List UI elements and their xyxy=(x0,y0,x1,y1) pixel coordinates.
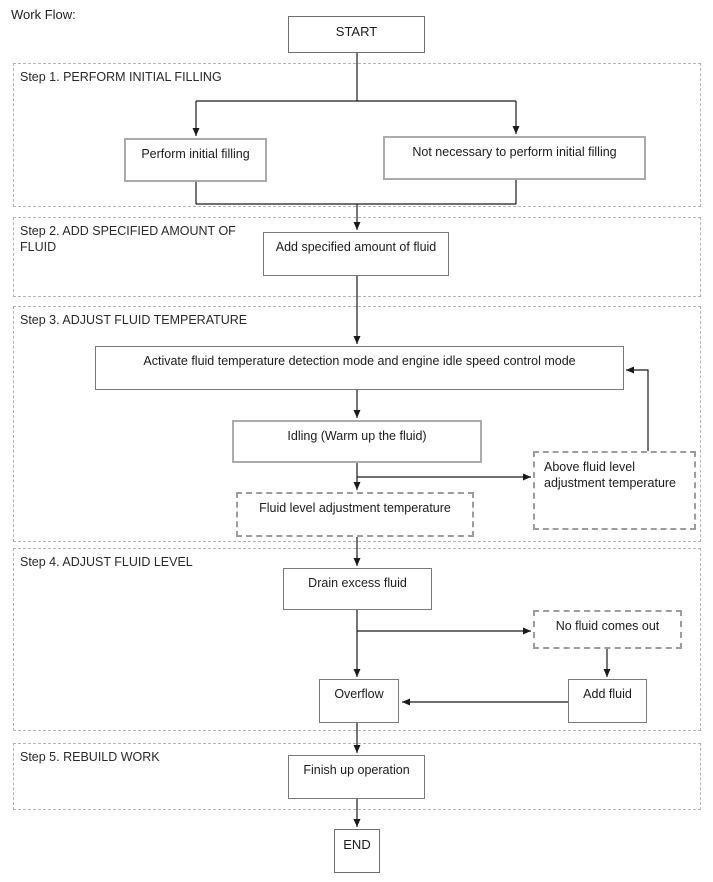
section-step-1-label: Step 1. PERFORM INITIAL FILLING xyxy=(20,70,222,84)
node-fluid-level-adjustment-temperature: Fluid level adjustment temperature xyxy=(236,492,474,537)
node-above-fluid-level-adjustment-temperature: Above fluid level adjustment temperature xyxy=(533,451,696,530)
page-title: Work Flow: xyxy=(11,7,76,22)
section-step-4-label: Step 4. ADJUST FLUID LEVEL xyxy=(20,555,193,569)
section-step-5-label: Step 5. REBUILD WORK xyxy=(20,750,160,764)
node-end: END xyxy=(334,829,380,873)
node-perform-initial-filling: Perform initial filling xyxy=(124,138,267,182)
node-start: START xyxy=(288,16,425,53)
node-add-specified-amount: Add specified amount of fluid xyxy=(263,232,449,276)
node-drain-excess-fluid: Drain excess fluid xyxy=(283,568,432,610)
node-finish-up-operation: Finish up operation xyxy=(288,755,425,799)
node-not-necessary-initial-filling: Not necessary to perform initial filling xyxy=(383,136,646,180)
section-step-2-label: Step 2. ADD SPECIFIED AMOUNT OF FLUID xyxy=(20,224,236,255)
node-idling-warm-up: Idling (Warm up the fluid) xyxy=(232,420,482,463)
section-step-3-label: Step 3. ADJUST FLUID TEMPERATURE xyxy=(20,313,248,327)
node-add-fluid: Add fluid xyxy=(568,679,647,723)
node-overflow: Overflow xyxy=(319,679,399,723)
node-no-fluid-comes-out: No fluid comes out xyxy=(533,610,682,649)
node-activate-temp-detection-mode: Activate fluid temperature detection mod… xyxy=(95,346,624,390)
